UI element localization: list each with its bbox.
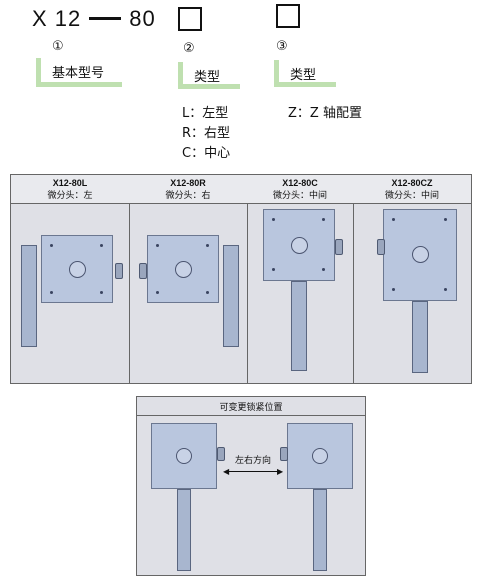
stage-center-cz	[412, 246, 429, 263]
stage-hole	[206, 291, 209, 294]
stage-center	[176, 448, 192, 464]
variant-header-cz: X12-80CZ 微分头：中间	[353, 175, 471, 204]
arrow-left-icon: ◀	[223, 467, 230, 476]
stage-hole	[156, 291, 159, 294]
variant-cell-r: X12-80R 微分头：右	[129, 175, 248, 383]
model-code: X 12 80	[32, 6, 156, 32]
arrow-label: 左右方向	[234, 456, 271, 466]
bracket-1-vertical	[36, 58, 41, 86]
double-arrow	[225, 471, 281, 472]
variant-model-r: X12-80R	[170, 178, 206, 188]
bracket-3-vertical	[274, 60, 279, 86]
code-dash	[89, 16, 122, 20]
lock-knob	[217, 447, 225, 461]
variant-header-l: X12-80L 微分头：左	[11, 175, 129, 204]
axis-option: Z：Z 轴配置	[288, 106, 362, 121]
stage-hole	[322, 268, 325, 271]
stage-hole	[100, 244, 103, 247]
stage-hole	[444, 218, 447, 221]
lock-divider	[137, 415, 365, 416]
stage-hole	[444, 288, 447, 291]
stage-lock-left	[151, 423, 217, 489]
type-options: L：左型 R：右型 C：中心	[182, 104, 230, 164]
stage-hole	[206, 244, 209, 247]
field-num-2: ②	[183, 40, 195, 55]
stage-r	[147, 235, 219, 303]
lock-knob	[377, 239, 385, 255]
stage-center-l	[69, 261, 86, 278]
lock-position-panel: 可变更锁紧位置 左右方向 ◀ ▶	[136, 396, 366, 576]
field-label-2: 类型	[194, 70, 221, 85]
variant-header-c: X12-80C 微分头：中间	[247, 175, 353, 204]
lock-knob	[115, 263, 123, 279]
bracket-2-horizontal	[178, 84, 240, 89]
stage-hole	[50, 244, 53, 247]
bracket-3-horizontal	[274, 82, 336, 87]
bracket-2-vertical	[178, 62, 183, 88]
stage-hole	[156, 244, 159, 247]
stage-hole	[392, 288, 395, 291]
type-option-l: L：左型	[182, 106, 229, 121]
variant-cell-cz: X12-80CZ 微分头：中间	[353, 175, 471, 383]
micrometer-left	[21, 245, 37, 347]
stage-hole	[50, 291, 53, 294]
stage-hole	[100, 291, 103, 294]
variant-sub-r: 微分头：右	[165, 191, 211, 201]
field-label-3: 类型	[290, 68, 317, 83]
stage-l	[41, 235, 113, 303]
field-label-1: 基本型号	[52, 66, 105, 81]
variant-header-r: X12-80R 微分头：右	[129, 175, 247, 204]
variant-model-cz: X12-80CZ	[391, 178, 433, 188]
variant-cell-c: X12-80C 微分头：中间	[247, 175, 354, 383]
stage-center-c	[291, 237, 308, 254]
stage-center	[312, 448, 328, 464]
field-num-3: ③	[276, 38, 288, 53]
field-num-1: ①	[52, 38, 64, 53]
lock-knob	[335, 239, 343, 255]
variant-model-c: X12-80C	[282, 178, 318, 188]
type-option-c: C：中心	[182, 146, 231, 161]
option-box-2	[178, 7, 202, 31]
micrometer-bottom	[291, 281, 307, 371]
stage-hole	[272, 218, 275, 221]
lock-knob	[280, 447, 288, 461]
micrometer-bottom	[177, 489, 191, 571]
model-prefix: X 12	[32, 6, 82, 31]
micrometer-bottom	[313, 489, 327, 571]
lock-title: 可变更锁紧位置	[219, 403, 283, 413]
type-option-r: R：右型	[182, 126, 231, 141]
variant-cell-l: X12-80L 微分头：左	[11, 175, 130, 383]
arrow-right-icon: ▶	[277, 467, 284, 476]
stage-cz	[383, 209, 457, 301]
model-suffix: 80	[129, 6, 156, 31]
variant-sub-c: 微分头：中间	[272, 191, 327, 201]
stage-c	[263, 209, 335, 281]
stage-hole	[322, 218, 325, 221]
stage-hole	[392, 218, 395, 221]
lock-knob	[139, 263, 147, 279]
variant-sub-cz: 微分头：中间	[384, 191, 439, 201]
variants-panel: X12-80L 微分头：左 X12-80R 微分头：右 X12-	[10, 174, 472, 384]
micrometer-right	[223, 245, 239, 347]
micrometer-bottom	[412, 301, 428, 373]
variant-model-l: X12-80L	[52, 178, 88, 188]
stage-lock-right	[287, 423, 353, 489]
option-box-3	[276, 4, 300, 28]
stage-hole	[272, 268, 275, 271]
bracket-1-horizontal	[36, 82, 122, 87]
stage-center-r	[175, 261, 192, 278]
variant-sub-l: 微分头：左	[47, 191, 93, 201]
